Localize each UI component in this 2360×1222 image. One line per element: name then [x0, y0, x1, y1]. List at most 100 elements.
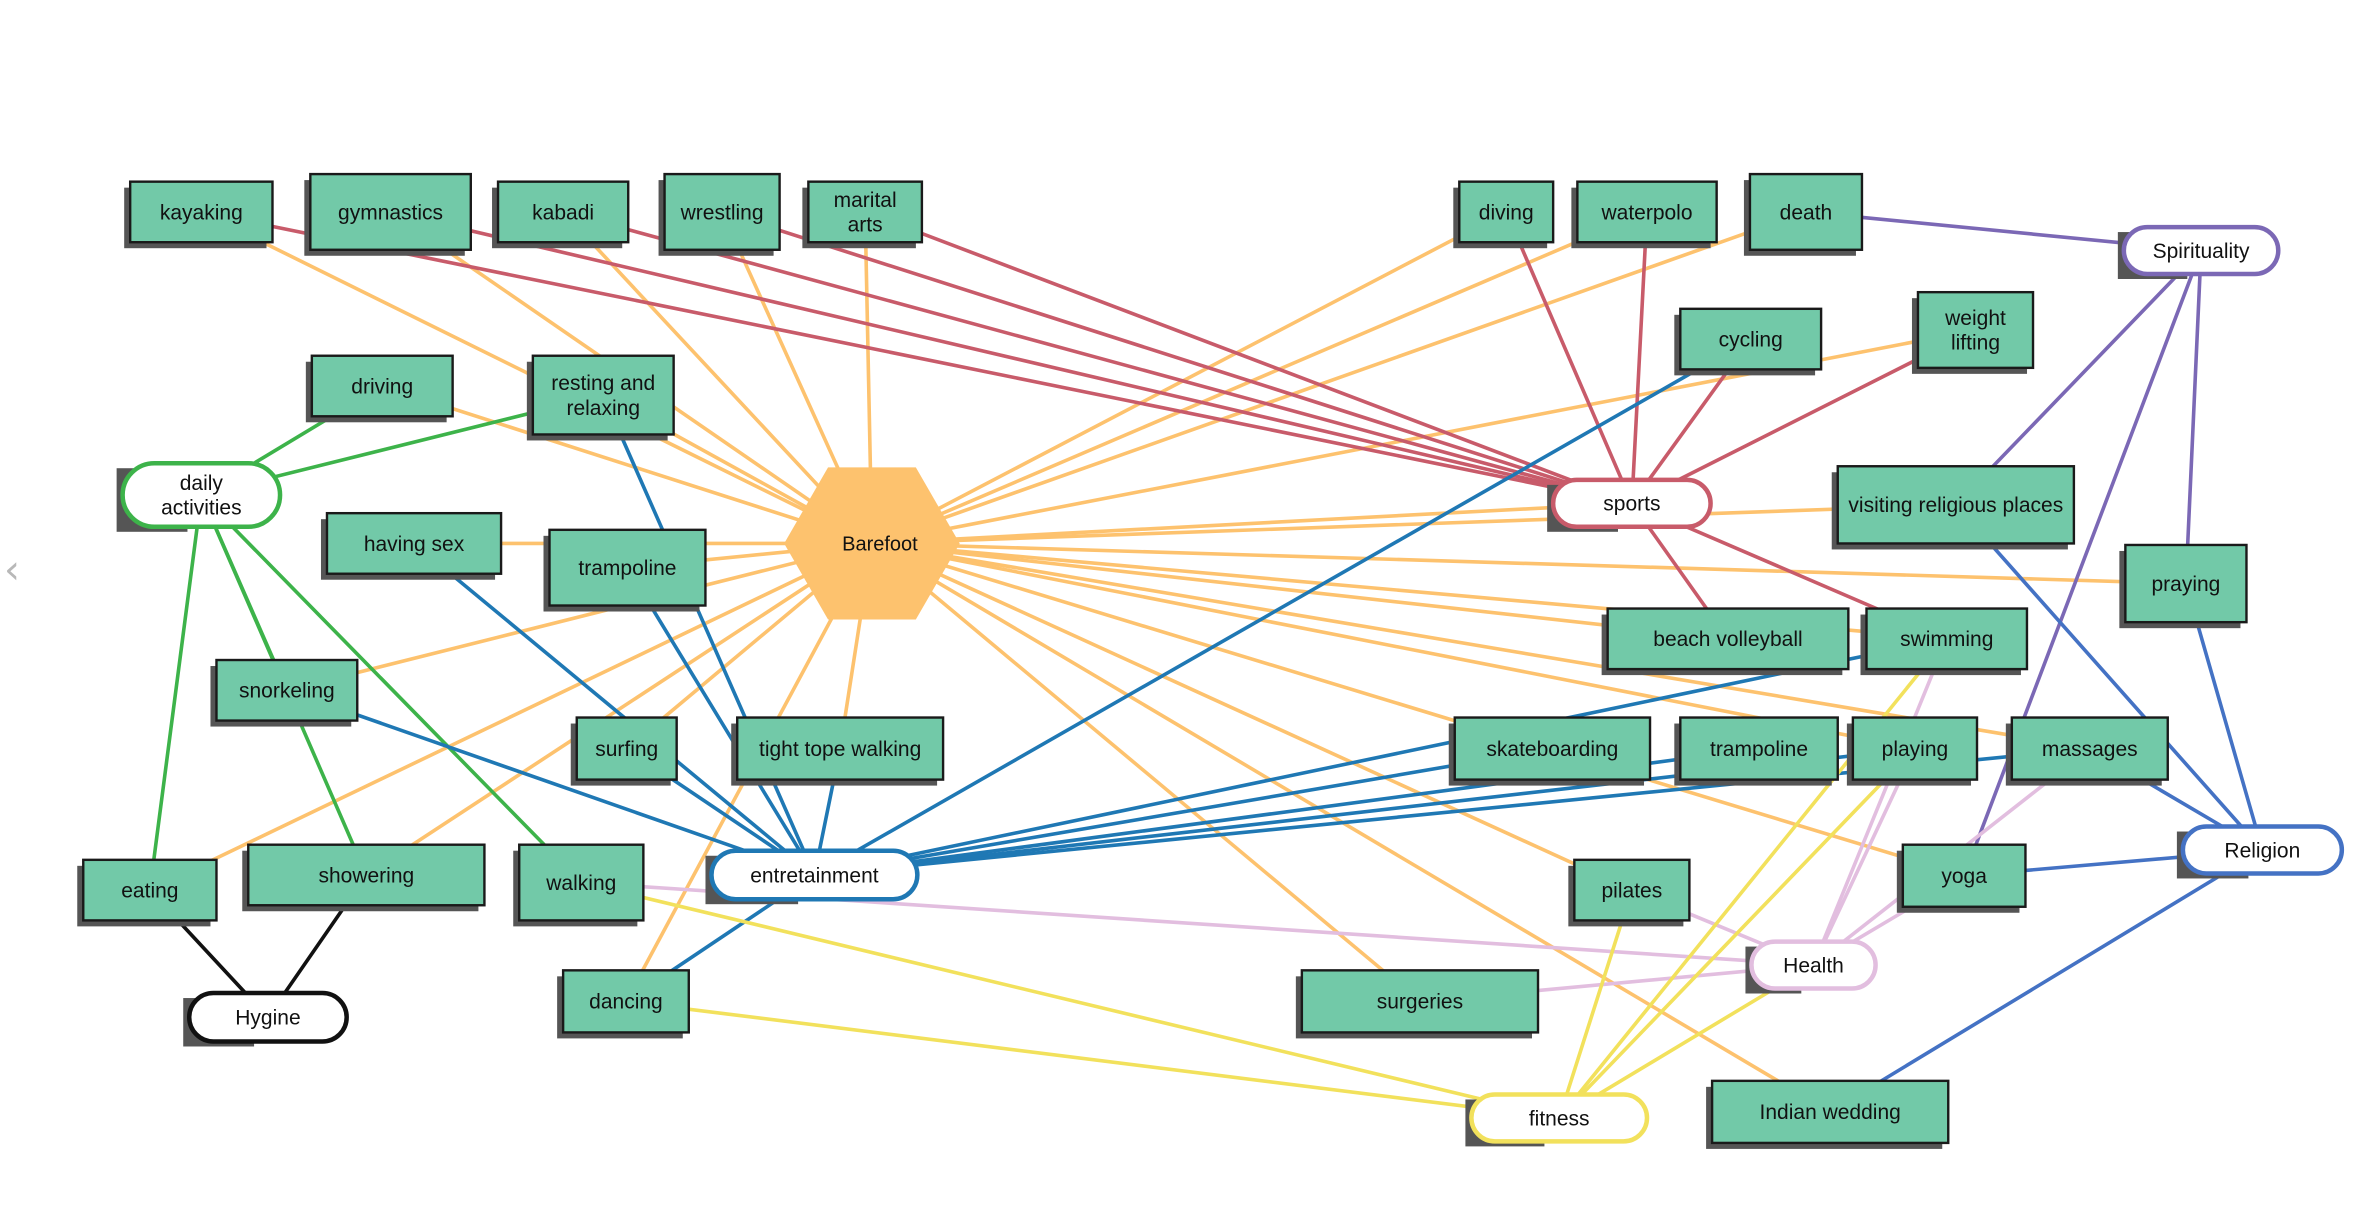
edge-barefoot-yoga: [870, 541, 1966, 878]
edge-barefoot-beach_volleyball: [870, 541, 1730, 641]
topic-node-showering[interactable]: showering: [242, 843, 486, 912]
topic-node-trampoline1[interactable]: trampoline: [543, 528, 707, 612]
node-box: [2010, 716, 2169, 781]
snorkeling-label: snorkeling: [239, 680, 335, 703]
node-box: [807, 180, 924, 244]
category-node-fitness[interactable]: fitness: [1465, 1092, 1650, 1147]
node-box: [1851, 716, 1979, 781]
node-box: [1901, 843, 2027, 908]
node-box: [736, 716, 945, 781]
edge-spirituality-visiting: [1954, 248, 2203, 507]
showering-label: showering: [318, 864, 414, 887]
tight-rope-label: tight tope walking: [759, 738, 921, 761]
topic-node-indian-wedding[interactable]: Indian wedding: [1706, 1079, 1950, 1149]
category-node-spirituality[interactable]: Spirituality: [2117, 224, 2281, 279]
topic-node-surfing[interactable]: surfing: [570, 716, 678, 786]
edge-fitness-playing: [1557, 746, 1917, 1120]
edge-sports-waterpolo: [1630, 210, 1649, 506]
topic-node-tight-rope[interactable]: tight tope walking: [731, 716, 945, 786]
topic-node-cycling[interactable]: cycling: [1674, 307, 1823, 376]
topic-node-massages[interactable]: massages: [2005, 716, 2169, 786]
chevron-left-icon[interactable]: ‹: [4, 547, 20, 593]
category-node-entertainment[interactable]: entretainment: [705, 848, 920, 905]
category-pill: [2180, 824, 2345, 876]
edge-sports-kayaking: [199, 210, 1634, 506]
kabadi-label: kabadi: [532, 201, 594, 224]
node-box: [1453, 716, 1652, 781]
barefoot-label: Barefoot: [842, 533, 918, 555]
node-box: [128, 180, 274, 244]
gymnastics-label: gymnastics: [338, 201, 443, 224]
node-box: [548, 528, 707, 607]
praying-label: praying: [2151, 573, 2220, 596]
edge-barefoot-indian_wedding: [870, 541, 1832, 1114]
edge-barefoot-showering: [364, 541, 874, 877]
category-node-hygiene[interactable]: Hygine: [183, 990, 349, 1047]
visiting-label: visiting religious places: [1848, 494, 2063, 517]
edge-barefoot-pilates: [870, 541, 1634, 892]
topic-node-kabadi[interactable]: kabadi: [492, 180, 630, 249]
topic-node-pilates[interactable]: pilates: [1568, 858, 1691, 927]
barefoot-center-node[interactable]: Barefoot: [784, 467, 960, 620]
topic-node-driving[interactable]: driving: [305, 354, 454, 423]
topic-node-playing[interactable]: playing: [1846, 716, 1979, 786]
topic-node-snorkeling[interactable]: snorkeling: [210, 658, 359, 727]
edge-barefoot-driving: [380, 384, 874, 546]
edge-entertainment-swimming: [812, 637, 1949, 877]
category-node-religion[interactable]: Religion: [2176, 824, 2345, 879]
edge-spirituality-yoga: [1962, 248, 2203, 878]
edge-barefoot-death: [870, 210, 1808, 546]
edge-entertainment-having_sex: [412, 541, 817, 877]
topic-node-eating[interactable]: eating: [77, 858, 218, 927]
category-node-sports[interactable]: sports: [1547, 477, 1713, 532]
edge-barefoot-eating: [148, 541, 874, 892]
having-sex-label: having sex: [364, 533, 465, 556]
node-box: [1606, 607, 1850, 671]
surfing-label: surfing: [595, 738, 658, 761]
edge-barefoot-sports: [870, 501, 1634, 546]
edge-barefoot-praying: [870, 541, 2188, 586]
topic-node-skateboarding[interactable]: skateboarding: [1448, 716, 1652, 786]
topic-node-surgeries[interactable]: surgeries: [1295, 969, 1540, 1039]
node-box: [1679, 307, 1823, 371]
pilates-label: pilates: [1602, 879, 1663, 902]
node-box: [518, 843, 645, 922]
edge-sports-wrestling: [720, 210, 1634, 506]
edge-barefoot-surgeries: [870, 541, 1422, 1004]
edge-sports-diving: [1504, 210, 1634, 506]
topic-node-waterpolo[interactable]: waterpolo: [1571, 180, 1718, 249]
massages-label: massages: [2042, 738, 2138, 761]
topic-node-yoga[interactable]: yoga: [1896, 843, 2027, 913]
topic-node-swimming[interactable]: swimming: [1860, 607, 2029, 676]
topic-node-having-sex[interactable]: having sex: [320, 511, 503, 580]
surgeries-label: surgeries: [1377, 991, 1463, 1014]
edge-sports-marital_arts: [863, 210, 1634, 506]
topic-node-wrestling[interactable]: wrestling: [658, 172, 781, 256]
topic-node-visiting[interactable]: visiting religious places: [1831, 465, 2076, 550]
node-box: [247, 843, 486, 907]
edge-sports-kabadi: [561, 210, 1634, 506]
topic-node-diving[interactable]: diving: [1453, 180, 1555, 249]
topic-node-gymnastics[interactable]: gymnastics: [304, 172, 472, 256]
topic-node-dancing[interactable]: dancing: [557, 969, 690, 1039]
eating-label: eating: [121, 879, 178, 902]
topic-node-walking[interactable]: walking: [513, 843, 645, 927]
category-node-health[interactable]: Health: [1745, 939, 1878, 994]
topic-node-death[interactable]: death: [1743, 172, 1864, 256]
edge-daily-eating: [148, 493, 204, 892]
edge-barefoot-snorkeling: [285, 541, 874, 693]
topic-node-kayaking[interactable]: kayaking: [124, 180, 274, 249]
spirituality-label: Spirituality: [2153, 240, 2250, 263]
topic-node-praying[interactable]: praying: [2119, 543, 2248, 629]
daily-label: daily: [180, 472, 224, 495]
topic-node-beach-volleyball[interactable]: beach volleyball: [1601, 607, 1850, 676]
topic-node-trampoline2[interactable]: trampoline: [1674, 716, 1839, 786]
indian-wedding-label: Indian wedding: [1760, 1101, 1901, 1124]
node-box: [1573, 858, 1691, 922]
